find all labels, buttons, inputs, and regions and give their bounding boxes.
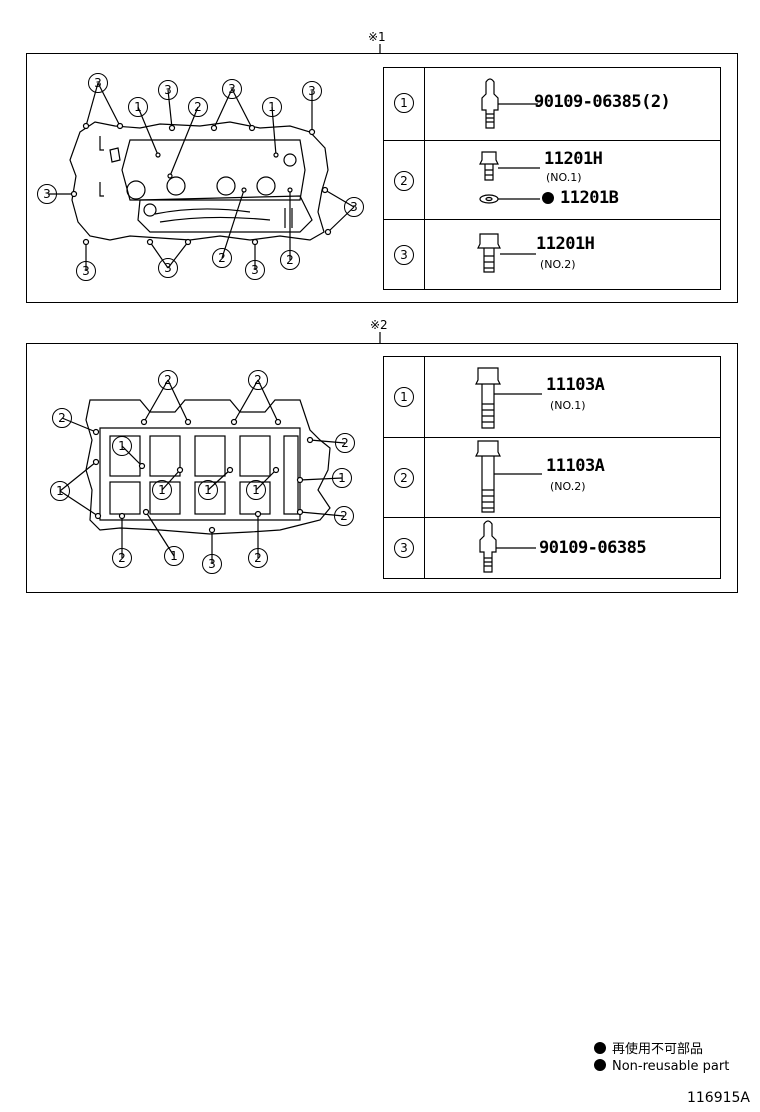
callout: 2	[112, 548, 132, 568]
row-index: 2	[394, 171, 414, 191]
callout: 2	[335, 433, 355, 453]
non-reusable-dot-icon	[594, 1042, 606, 1054]
callout: 1	[332, 468, 352, 488]
callout: 3	[158, 258, 178, 278]
parts-table-2: 1 11103A (NO.1) 2 11103A (NO.2) 3 90109-…	[383, 356, 721, 579]
part-number: 90109-06385(2)	[534, 92, 671, 112]
part-sub-label: (NO.1)	[546, 171, 582, 184]
part-number: 11103A	[546, 456, 605, 476]
reference-code: 116915A	[686, 1090, 750, 1106]
row-index: 2	[394, 468, 414, 488]
part-number: 90109-06385	[539, 538, 647, 558]
callout: 1	[246, 480, 266, 500]
callout: 3	[76, 261, 96, 281]
callout: 1	[198, 480, 218, 500]
part-sub-label: (NO.2)	[550, 480, 586, 493]
section-marker-1: ※1	[368, 30, 386, 44]
callout: 1	[128, 97, 148, 117]
row-index: 3	[394, 245, 414, 265]
callout: 2	[248, 370, 268, 390]
row-index: 3	[394, 538, 414, 558]
table-2-row-3: 3 90109-06385	[384, 517, 720, 579]
callout: 2	[334, 506, 354, 526]
part-sub-label: (NO.2)	[540, 258, 576, 271]
callout: 3	[158, 80, 178, 100]
table-2-row-1: 1 11103A (NO.1)	[384, 357, 720, 437]
callout: 2	[188, 97, 208, 117]
legend-jp: 再使用不可部品	[594, 1038, 703, 1057]
callout: 2	[52, 408, 72, 428]
callout: 3	[202, 554, 222, 574]
panel-1	[26, 53, 738, 303]
panel-2	[26, 343, 738, 593]
callout: 3	[245, 260, 265, 280]
non-reusable-part-number: 11201B	[542, 188, 619, 208]
row-index: 1	[394, 387, 414, 407]
callout: 2	[212, 248, 232, 268]
callout: 2	[280, 250, 300, 270]
non-reusable-dot-icon	[594, 1059, 606, 1071]
callout: 1	[164, 546, 184, 566]
table-1-row-2: 2 11201H (NO.1) 11201B	[384, 140, 720, 220]
legend-en: Non-reusable part	[594, 1059, 729, 1074]
section-marker-2: ※2	[370, 318, 388, 332]
table-1-row-3: 3 11201H (NO.2)	[384, 219, 720, 290]
callout: 3	[88, 73, 108, 93]
callout: 3	[37, 184, 57, 204]
part-sub-label: (NO.1)	[550, 399, 586, 412]
table-2-row-2: 2 11103A (NO.2)	[384, 437, 720, 518]
callout: 3	[302, 81, 322, 101]
callout: 2	[158, 370, 178, 390]
callout: 3	[344, 197, 364, 217]
callout: 1	[262, 97, 282, 117]
row-index: 1	[394, 93, 414, 113]
table-1-row-1: 1 90109-06385(2)	[384, 68, 720, 140]
parts-table-1: 1 90109-06385(2) 2 11201H (NO.1) 11201B …	[383, 67, 721, 290]
callout: 3	[222, 79, 242, 99]
part-number: 11103A	[546, 375, 605, 395]
part-number: 11201H	[544, 149, 603, 169]
callout: 2	[248, 548, 268, 568]
part-number: 11201H	[536, 234, 595, 254]
non-reusable-dot-icon	[542, 192, 554, 204]
callout: 1	[50, 481, 70, 501]
callout: 1	[112, 436, 132, 456]
callout: 1	[152, 480, 172, 500]
